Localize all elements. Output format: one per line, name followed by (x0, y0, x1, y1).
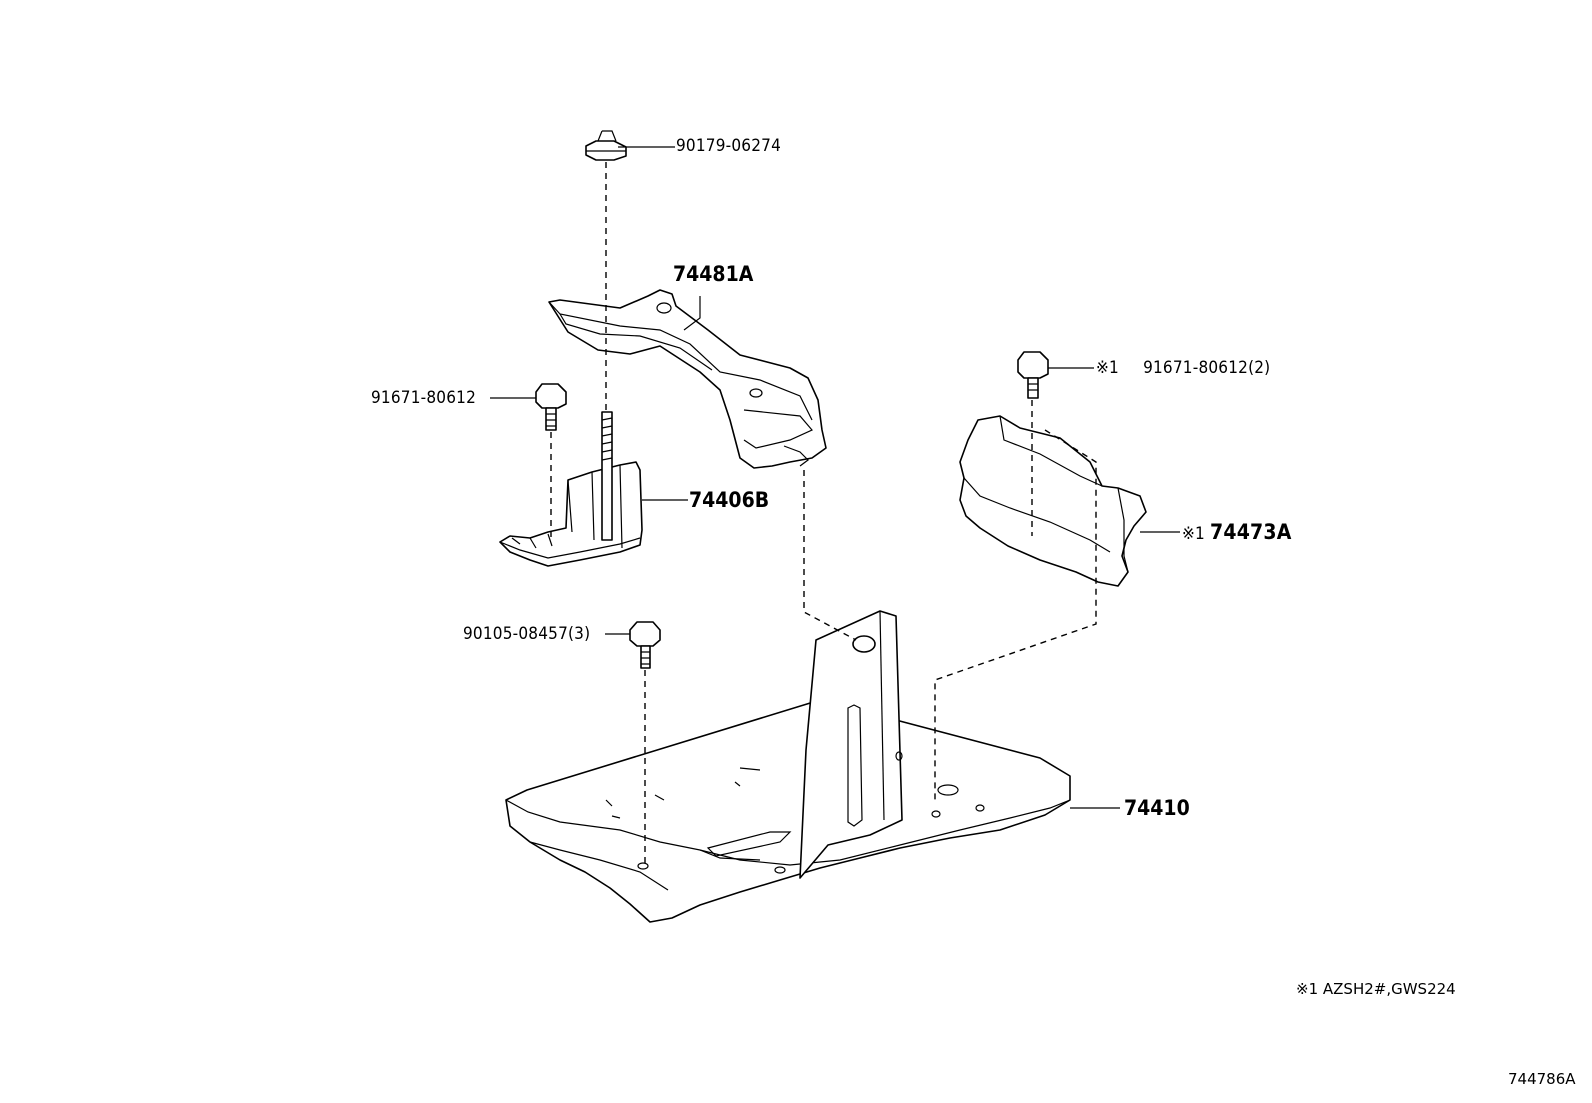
part-number: 74473A (1210, 520, 1292, 544)
nut-drawing (585, 130, 627, 161)
part-label-74473a[interactable]: ※1 74473A (1182, 520, 1292, 545)
insulator-drawing (959, 415, 1147, 587)
bracket-drawing (499, 411, 643, 567)
illustration-id: 744786A (1508, 1070, 1576, 1088)
applicability-mark: ※1 (1182, 524, 1205, 544)
part-label-90105-08457[interactable]: 90105-08457(3) (463, 624, 591, 644)
part-label-74410[interactable]: 74410 (1124, 796, 1190, 820)
part-label-74406b[interactable]: 74406B (689, 488, 770, 512)
part-number: 91671-80612(2) (1143, 358, 1271, 378)
part-label-91671-80612-2[interactable]: ※1 91671-80612(2) (1096, 358, 1270, 378)
bolt-right-drawing (1017, 351, 1049, 399)
part-label-74481a[interactable]: 74481A (673, 262, 754, 286)
assembly-dashed-lines (550, 162, 1097, 868)
leader-lines (490, 146, 1180, 809)
part-label-91671-80612[interactable]: 91671-80612 (371, 388, 477, 408)
battery-tray-drawing (505, 610, 1071, 923)
applicability-footnote: ※1 AZSH2#,GWS224 (1296, 980, 1456, 998)
clamp-drawing (548, 289, 827, 469)
bolt-left-drawing (535, 383, 567, 431)
bolt-lower-drawing (629, 621, 661, 669)
applicability-mark: ※1 (1096, 358, 1119, 378)
part-label-90179-06274[interactable]: 90179-06274 (676, 136, 782, 156)
